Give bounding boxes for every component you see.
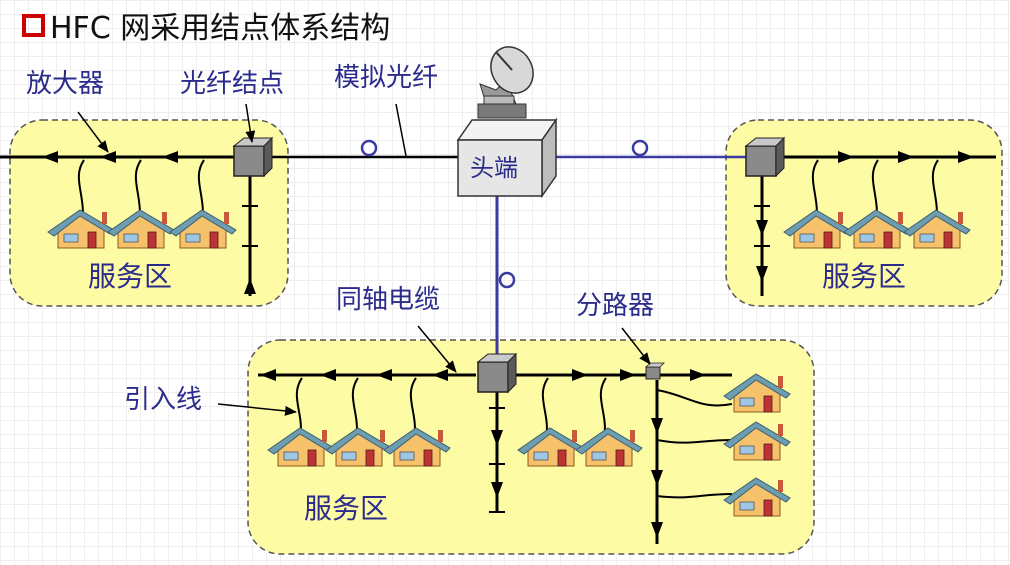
arrow-right-2 [898, 151, 914, 163]
coax-cable-label: 同轴电缆 [336, 285, 440, 315]
arrow-down-b2 [491, 482, 503, 498]
arrow-left-b4 [432, 369, 448, 381]
arrow-right-3 [958, 151, 974, 163]
fiber-node-label: 光纤结点 [180, 69, 284, 99]
arrow-down-right-2 [756, 266, 768, 282]
fiber-node-right-icon [744, 136, 786, 178]
fiber-marker-right [631, 139, 649, 157]
arrow-right-1 [838, 151, 854, 163]
amplifier-label: 放大器 [26, 69, 104, 99]
amplifier-pointer [77, 111, 109, 153]
service-area-left-label: 服务区 [88, 260, 172, 293]
arrow-right-b3 [690, 369, 706, 381]
drop-line-label: 引入线 [124, 385, 202, 415]
splitter-icon [645, 362, 665, 380]
arrow-down-b5 [651, 522, 663, 538]
fiber-marker-down [498, 271, 516, 289]
coax-pointer [417, 325, 457, 373]
service-area-right-label: 服务区 [822, 260, 906, 293]
arrow-down-b1 [491, 430, 503, 446]
service-zone-left [9, 119, 289, 307]
fiber-node-left-icon [232, 136, 274, 178]
service-zone-right [725, 119, 1003, 307]
arrow-right-b1 [572, 369, 588, 381]
arrow-down-right-1 [756, 220, 768, 236]
arrow-right-b2 [620, 369, 636, 381]
arrow-down-b4 [651, 470, 663, 486]
arrow-down-b3 [651, 418, 663, 434]
headend-box [456, 117, 558, 199]
analog-fiber-label: 模拟光纤 [334, 63, 438, 93]
drop-line-pointer [217, 403, 297, 416]
splitter-pointer [621, 327, 651, 365]
splitter-label: 分路器 [576, 291, 654, 321]
fiber-node-pointer [245, 103, 256, 143]
headend-label: 头端 [470, 154, 518, 182]
title-marker-icon [22, 14, 45, 37]
arrow-left-b1 [260, 369, 276, 381]
arrow-left-b2 [320, 369, 336, 381]
fiber-marker-left [360, 139, 378, 157]
page-title: HFC 网采用结点体系结构 [50, 11, 390, 46]
arrow-left-b3 [376, 369, 392, 381]
satellite-dish-icon [477, 46, 534, 119]
service-area-bottom-label: 服务区 [304, 492, 388, 525]
analog-fiber-pointer [395, 103, 407, 157]
fiber-node-bottom-icon [476, 352, 518, 394]
